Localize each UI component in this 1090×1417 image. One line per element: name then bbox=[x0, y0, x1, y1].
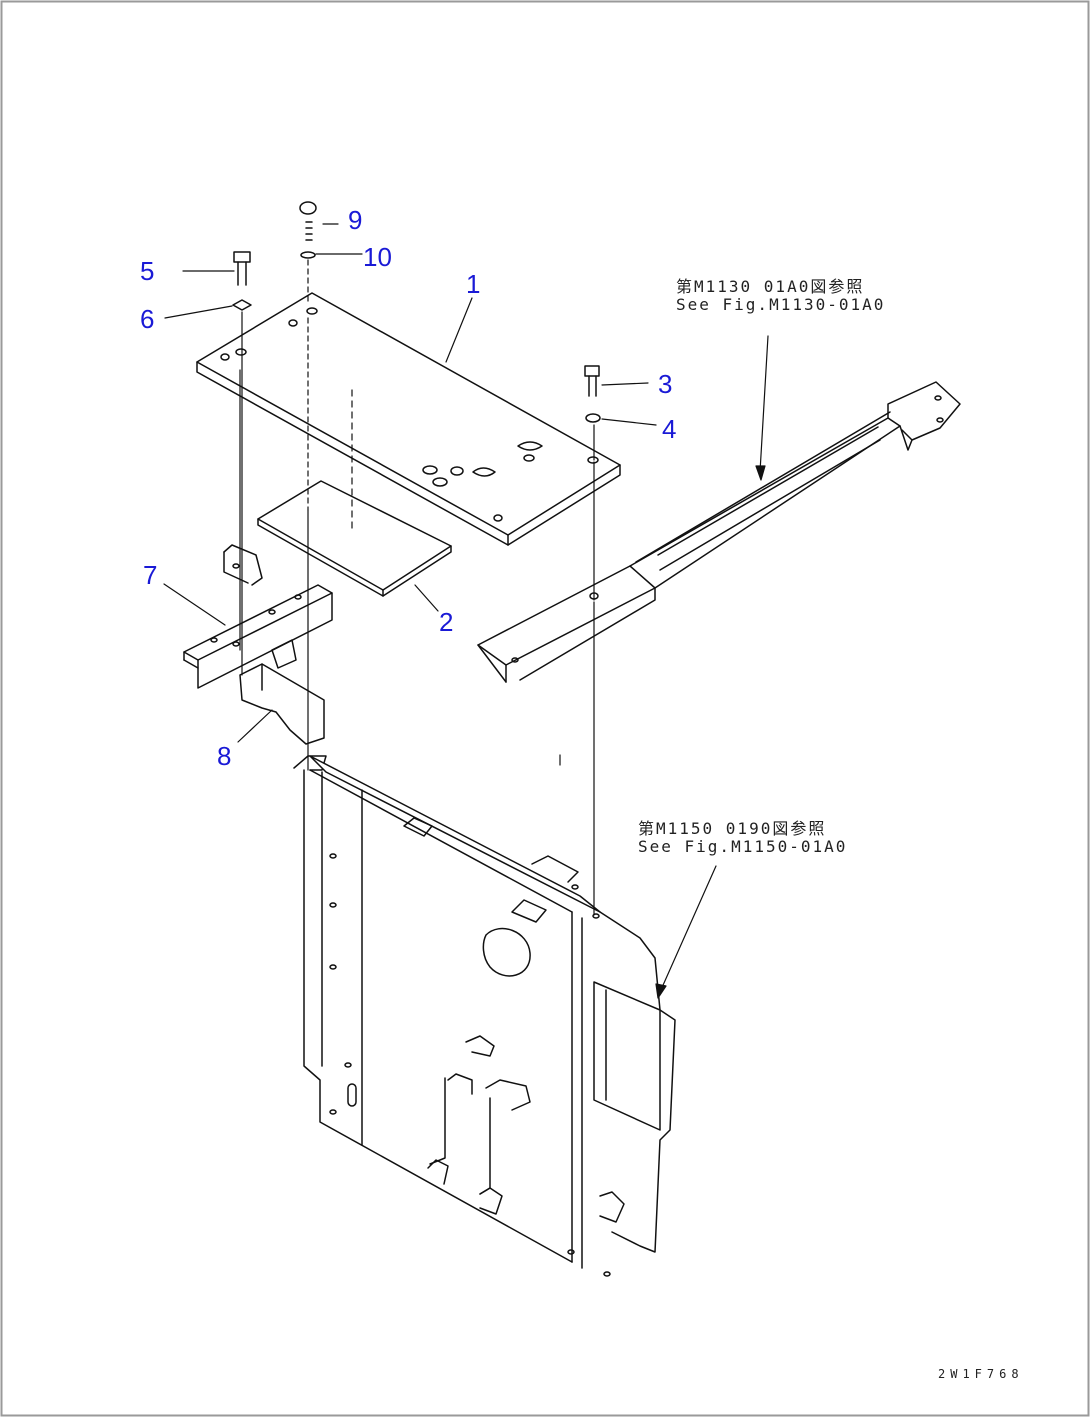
callout-8: 8 bbox=[217, 741, 232, 771]
bolt-part-5 bbox=[233, 251, 251, 286]
drawing-code: 2W1F768 bbox=[938, 1367, 1024, 1381]
assembly-lines bbox=[239, 259, 595, 916]
callout-leaders bbox=[163, 223, 769, 999]
reference-upper-jp: 第M1130 01A0図参照 bbox=[676, 277, 865, 296]
callout-7: 7 bbox=[143, 560, 158, 590]
angle-bracket-part-7 bbox=[183, 544, 333, 689]
reference-note-upper: 第M1130 01A0図参照 See Fig.M1130-01A0 bbox=[676, 277, 886, 315]
bolt-part-3 bbox=[584, 365, 600, 397]
side-rail-assembly bbox=[477, 381, 961, 683]
callout-6: 6 bbox=[140, 304, 155, 334]
reference-lower-en: See Fig.M1150-01A0 bbox=[638, 837, 848, 857]
callout-4: 4 bbox=[662, 414, 677, 444]
reference-note-lower: 第M1150 0190図参照 See Fig.M1150-01A0 bbox=[638, 819, 848, 857]
reference-lower-jp: 第M1150 0190図参照 bbox=[638, 819, 827, 838]
mat-part-2 bbox=[257, 480, 452, 597]
callout-5: 5 bbox=[140, 256, 155, 286]
reference-upper-en: See Fig.M1130-01A0 bbox=[676, 295, 886, 315]
washer-part-10 bbox=[300, 251, 316, 259]
callout-1: 1 bbox=[466, 269, 481, 299]
cover-plate-part-1 bbox=[196, 292, 621, 546]
screw-part-9 bbox=[299, 201, 317, 241]
bracket-part-8 bbox=[239, 663, 325, 745]
main-panel-assembly bbox=[293, 755, 676, 1277]
callout-3: 3 bbox=[658, 369, 673, 399]
washer-part-4 bbox=[585, 413, 601, 423]
callout-9: 9 bbox=[348, 205, 363, 235]
callout-10: 10 bbox=[363, 242, 392, 272]
washer-part-6 bbox=[232, 299, 252, 311]
callout-2: 2 bbox=[439, 607, 454, 637]
